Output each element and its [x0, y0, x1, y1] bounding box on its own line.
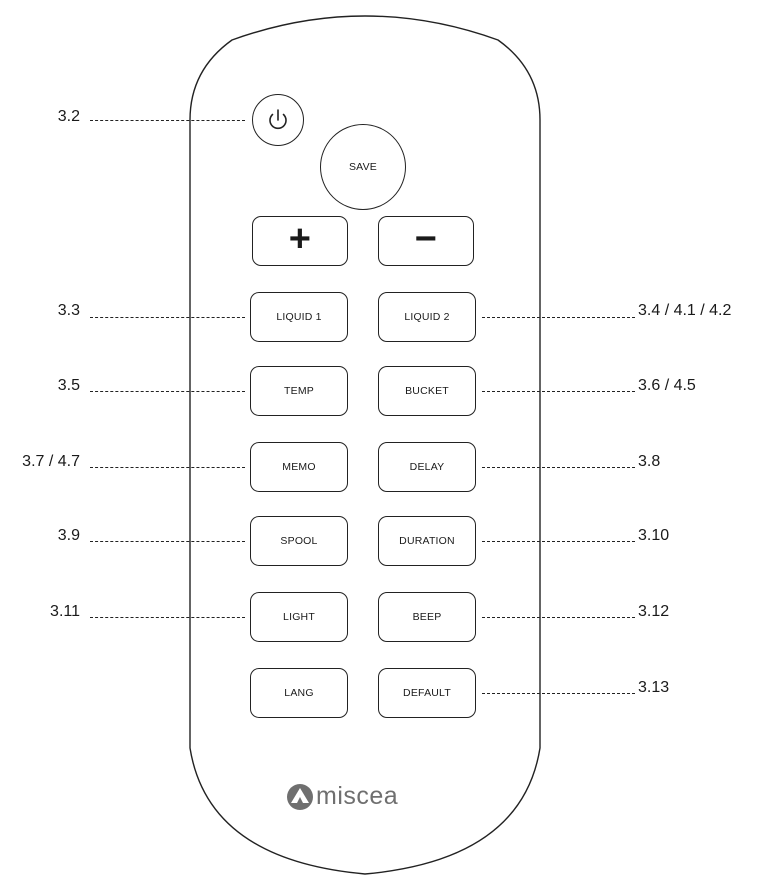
power-icon [269, 109, 287, 130]
liquid1-label: LIQUID 1 [276, 311, 322, 323]
bucket-label: BUCKET [405, 385, 449, 397]
callout-delay: 3.8 [638, 453, 661, 470]
leader-delay [482, 467, 635, 468]
callout-beep: 3.12 [638, 603, 670, 620]
light-button[interactable]: LIGHT [250, 592, 348, 642]
liquid2-label: LIQUID 2 [404, 311, 450, 323]
lang-label: LANG [284, 687, 314, 699]
callout-default: 3.13 [638, 679, 670, 696]
spool-label: SPOOL [280, 535, 318, 547]
memo-label: MEMO [282, 461, 316, 473]
leader-power [90, 120, 245, 121]
brand-logo: miscea [286, 782, 398, 811]
callout-liquid1: 3.3 [57, 302, 80, 319]
lang-button[interactable]: LANG [250, 668, 348, 718]
leader-bucket [482, 391, 635, 392]
save-button[interactable]: SAVE [320, 124, 406, 210]
callout-spool: 3.9 [57, 527, 80, 544]
temp-label: TEMP [284, 385, 314, 397]
save-label: SAVE [348, 161, 378, 173]
callout-light: 3.11 [50, 603, 80, 620]
callout-temp: 3.5 [57, 377, 80, 394]
miscea-logo-icon [287, 783, 313, 810]
leader-light [90, 617, 245, 618]
default-button[interactable]: DEFAULT [378, 668, 476, 718]
duration-label: DURATION [399, 535, 455, 547]
callout-bucket: 3.6 / 4.5 [638, 377, 696, 394]
leader-memo [90, 467, 245, 468]
liquid2-button[interactable]: LIQUID 2 [378, 292, 476, 342]
callout-duration: 3.10 [638, 527, 670, 544]
leader-default [482, 693, 635, 694]
delay-label: DELAY [409, 461, 445, 473]
leader-duration [482, 541, 635, 542]
memo-button[interactable]: MEMO [250, 442, 348, 492]
minus-icon: − [414, 217, 438, 260]
liquid1-button[interactable]: LIQUID 1 [250, 292, 348, 342]
plus-icon: + [288, 217, 312, 260]
delay-button[interactable]: DELAY [378, 442, 476, 492]
plus-button[interactable]: + [252, 216, 348, 266]
light-label: LIGHT [283, 611, 315, 623]
default-label: DEFAULT [403, 687, 451, 699]
callout-power: 3.2 [57, 108, 80, 125]
temp-button[interactable]: TEMP [250, 366, 348, 416]
leader-temp [90, 391, 245, 392]
leader-liquid2 [482, 317, 635, 318]
leader-liquid1 [90, 317, 245, 318]
minus-button[interactable]: − [378, 216, 474, 266]
leader-beep [482, 617, 635, 618]
brand-name: miscea [316, 782, 399, 810]
power-button[interactable] [252, 94, 304, 146]
callout-memo: 3.7 / 4.7 [22, 453, 80, 470]
duration-button[interactable]: DURATION [378, 516, 476, 566]
bucket-button[interactable]: BUCKET [378, 366, 476, 416]
beep-label: BEEP [412, 611, 442, 623]
beep-button[interactable]: BEEP [378, 592, 476, 642]
leader-spool [90, 541, 245, 542]
callout-liquid2: 3.4 / 4.1 / 4.2 [638, 302, 732, 319]
spool-button[interactable]: SPOOL [250, 516, 348, 566]
